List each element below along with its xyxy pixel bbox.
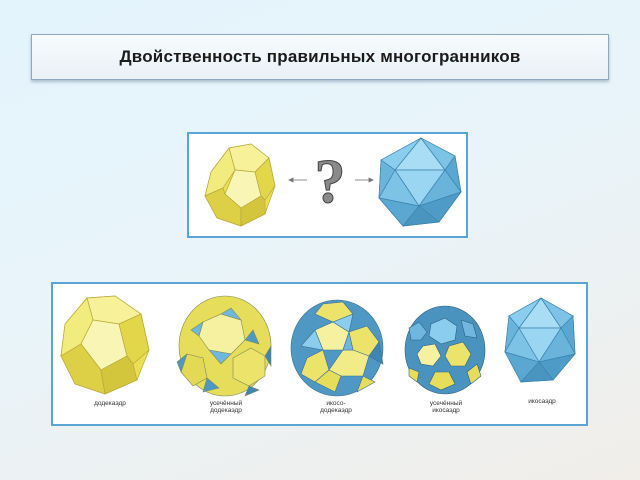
arrow-left-icon <box>288 177 307 183</box>
icosidodecahedron-solid <box>290 299 384 397</box>
caption-truncated-icosahedron: усечённый икосаэдр <box>429 400 463 414</box>
question-mark: ? <box>315 148 346 216</box>
caption-truncated-dodecahedron: усечённый додекаэдр <box>209 400 243 414</box>
sequence-figure <box>60 295 576 397</box>
dodecahedron-image <box>204 143 276 227</box>
truncated-dodecahedron-solid <box>176 295 272 397</box>
title-banner: Двойственность правильных многогранников <box>31 34 609 80</box>
icosahedron-solid <box>504 297 576 383</box>
truncated-icosahedron-solid <box>404 305 486 395</box>
duality-figure: ? <box>204 137 462 227</box>
icosahedron-image <box>378 137 462 227</box>
arrow-right-icon <box>355 177 374 183</box>
page-title: Двойственность правильных многогранников <box>119 47 521 66</box>
sequence-panel: додекаэдр усечённый додекаэдр икосо- дод… <box>51 282 588 426</box>
dodecahedron-solid <box>60 295 150 395</box>
caption-icosahedron: икосаэдр <box>528 398 556 405</box>
caption-icosidodecahedron: икосо- додекаэдр <box>320 400 352 414</box>
duality-panel: ? <box>187 132 468 238</box>
caption-dodecahedron: додекаэдр <box>94 400 126 407</box>
